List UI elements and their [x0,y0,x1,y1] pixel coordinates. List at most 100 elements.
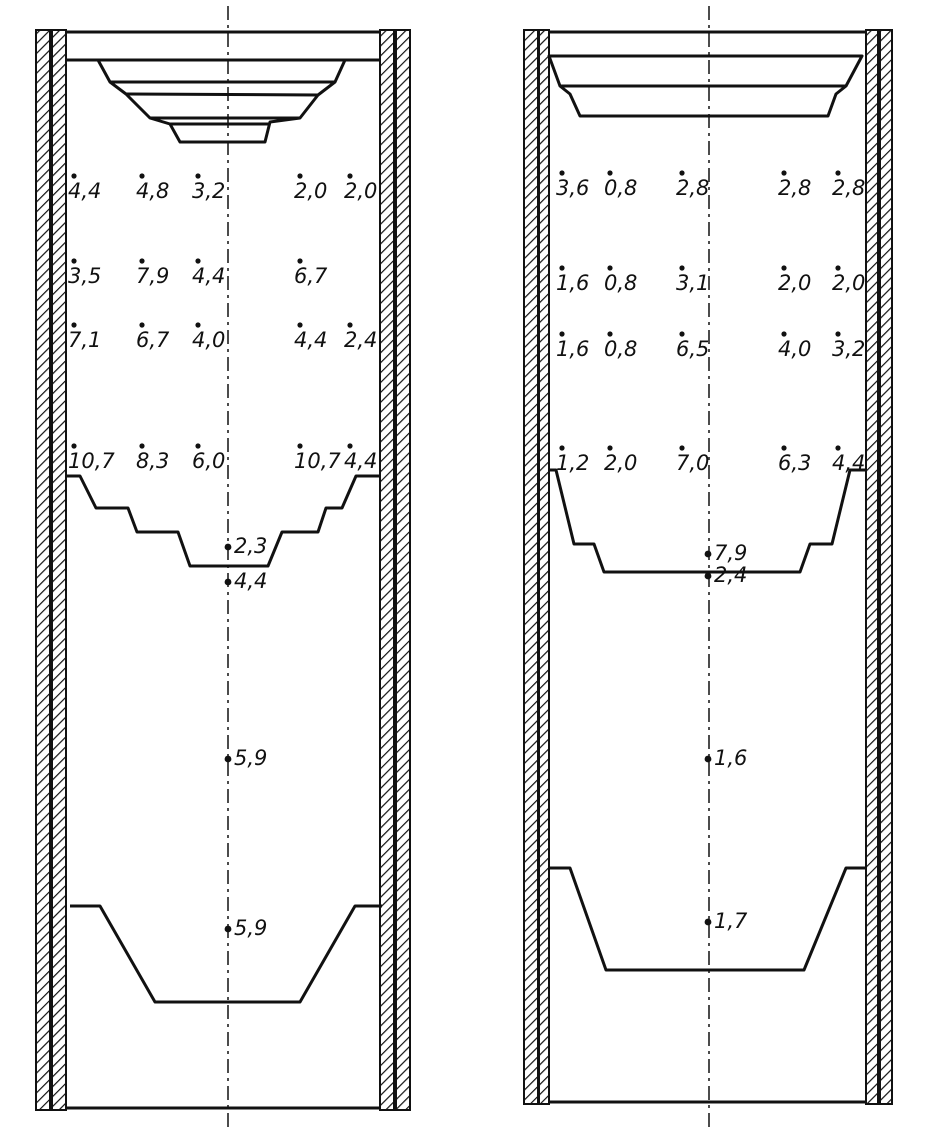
measurement-value-dot [195,173,201,179]
middle-stepped-block [549,468,866,574]
measurement-value-dot [835,445,841,451]
left-outer-wall [523,29,539,1105]
measurement-value: 2,0 [832,271,865,295]
measurement-value: 4,0 [778,337,811,361]
axis-measurement-dot [704,550,712,558]
top-stepped-block [547,54,864,118]
measurement-value-dot [297,258,303,264]
measurement-value: 4,8 [136,179,169,203]
measurement-value-dot [347,443,353,449]
measurement-value-dot [195,258,201,264]
measurement-value: 10,7 [68,449,115,473]
measurement-value-dot [781,265,787,271]
measurement-value: 4,4 [832,451,865,475]
axis-measurement-value: 2,4 [714,563,747,587]
right-inner-wall [865,29,879,1105]
measurement-value-dot [781,331,787,337]
axis-measurement-dot [224,578,232,586]
measurement-value: 7,9 [136,264,169,288]
measurement-value: 4,0 [192,328,225,352]
measurement-value: 8,3 [136,449,169,473]
left-inner-wall [538,29,550,1105]
measurement-value: 7,0 [676,451,709,475]
measurement-value: 4,4 [68,179,101,203]
measurement-value-dot [559,265,565,271]
measurement-value-dot [679,445,685,451]
right-axis-measurements: 7,92,4 1,6 1,7 [704,541,748,933]
measurement-value-dot [139,322,145,328]
measurement-value: 2,4 [344,328,377,352]
measurement-value-dot [607,170,613,176]
axis-measurement-dot [704,755,712,763]
measurement-value: 4,4 [344,449,377,473]
measurement-value-dot [607,331,613,337]
measurement-value-dot [835,265,841,271]
measurement-value: 2,8 [676,176,709,200]
bottom-trapezoid-block [549,866,866,972]
axis-measurement-value: 5,9 [234,916,267,940]
measurement-value-dot [559,331,565,337]
measurement-value-dot [781,170,787,176]
measurement-value-dot [297,173,303,179]
measurement-value: 0,8 [604,176,637,200]
measurement-value: 7,1 [68,328,101,352]
top-stepped-block [96,58,347,144]
measurement-value-dot [71,258,77,264]
axis-measurement-value: 4,4 [234,569,267,593]
measurement-value-dot [195,322,201,328]
measurement-value-dot [559,445,565,451]
measurement-value: 6,7 [136,328,170,352]
measurement-value: 3,2 [832,337,865,361]
axis-measurement-value: 5,9 [234,746,267,770]
measurement-value-dot [559,170,565,176]
measurement-value-dot [835,331,841,337]
measurement-value: 2,0 [294,179,327,203]
measurement-value: 10,7 [294,449,341,473]
measurement-value: 2,0 [344,179,377,203]
axis-measurement-value: 7,9 [714,541,747,565]
axis-measurement-dot [224,543,232,551]
axis-measurement-dot [704,918,712,926]
measurement-value-dot [679,170,685,176]
measurement-value-dot [297,443,303,449]
measurement-value-dot [71,443,77,449]
axis-measurement-dot [224,755,232,763]
measurement-value: 1,6 [556,271,589,295]
axis-measurement-value: 2,3 [234,534,267,558]
middle-stepped-block [66,474,380,568]
measurement-value-dot [297,322,303,328]
measurement-value-dot [607,445,613,451]
measurement-value: 0,8 [604,271,637,295]
measurement-value: 3,5 [68,264,101,288]
axis-measurement-value: 1,7 [714,909,748,933]
measurement-value-dot [347,322,353,328]
measurement-value: 3,1 [676,271,709,295]
measurement-value-dot [679,265,685,271]
measurement-value: 3,2 [192,179,225,203]
right-outer-wall [879,29,893,1105]
measurement-value-dot [607,265,613,271]
measurement-value: 4,4 [294,328,327,352]
right-outer-wall [395,29,411,1111]
measurement-value-dot [71,173,77,179]
measurement-value: 4,4 [192,264,225,288]
measurement-value-dot [835,170,841,176]
measurement-value: 1,6 [556,337,589,361]
measurement-value: 2,8 [778,176,811,200]
measurement-value-dot [781,445,787,451]
measurement-value-dot [139,258,145,264]
measurement-value: 0,8 [604,337,637,361]
measurement-value: 1,2 [556,451,589,475]
axis-measurement-value: 1,6 [714,746,747,770]
measurement-value: 3,6 [556,176,589,200]
axis-measurement-dot [224,925,232,933]
measurement-value: 2,8 [832,176,865,200]
left-inner-wall [51,29,67,1111]
measurement-value: 2,0 [604,451,637,475]
left-outer-wall [35,29,51,1111]
measurement-value-dot [195,443,201,449]
right-inner-wall [379,29,395,1111]
